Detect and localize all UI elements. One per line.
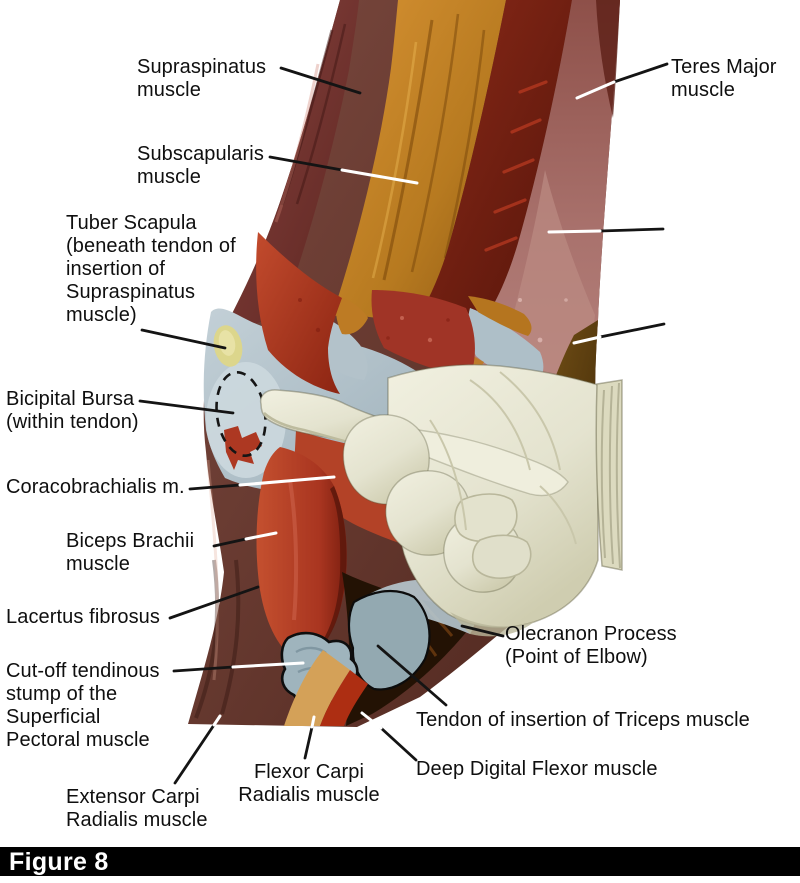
- figure-caption-text: Figure 8: [9, 848, 109, 876]
- glove-folded-fingertip-2: [471, 534, 532, 579]
- label-teres-major-muscle: Teres Major muscle: [671, 56, 777, 101]
- leader-teres-major: [575, 62, 669, 100]
- leader-latissimus: [547, 227, 665, 234]
- label-tuber-scapula: Tuber Scapula (beneath tendon of inserti…: [66, 212, 236, 326]
- label-bicipital-bursa: Bicipital Bursa (within tendon): [6, 388, 139, 433]
- muscle-subscapularis-region: [332, 0, 506, 326]
- leader-tuber-scapula: [140, 328, 227, 350]
- label-olecranon-process: Olecranon Process (Point of Elbow): [505, 623, 677, 668]
- label-subscapularis-muscle: Subscapularis muscle: [137, 143, 264, 188]
- label-triceps-insertion-tendon: Tendon of insertion of Triceps muscle: [416, 709, 750, 731]
- leader-olecranon: [460, 624, 505, 638]
- muscle-red-bands: [224, 232, 475, 470]
- muscle-supraspinatus-region: [212, 0, 359, 352]
- label-superficial-pectoral-stump: Cut-off tendinous stump of the Superfici…: [6, 660, 160, 751]
- figure-caption-bar: Figure 8: [0, 847, 800, 876]
- label-coracobrachialis: Coracobrachialis m.: [6, 476, 185, 498]
- leader-lines: [138, 62, 669, 785]
- forearm-bands: [194, 459, 368, 726]
- leader-lacertus: [168, 585, 260, 620]
- leader-extensor-carpi: [173, 714, 222, 785]
- label-extensor-carpi-radialis: Extensor Carpi Radialis muscle: [66, 786, 208, 831]
- muscle-teres-major-region: [414, 0, 572, 342]
- leader-supraspinatus: [279, 66, 362, 95]
- leader-coracobrachialis: [188, 475, 336, 491]
- leader-triceps: [572, 322, 666, 345]
- label-lacertus-fibrosus: Lacertus fibrosus: [6, 606, 160, 628]
- leader-cutoff-stump: [172, 661, 305, 673]
- muscle-biceps-region: [256, 447, 347, 662]
- tuber-scapula-spot: [213, 325, 243, 367]
- label-biceps-brachii-muscle: Biceps Brachii muscle: [66, 530, 195, 575]
- gloved-hand: [259, 364, 623, 637]
- label-flexor-carpi-radialis: Flexor Carpi Radialis muscle: [238, 761, 380, 806]
- leader-subscapularis: [268, 155, 419, 185]
- leader-deep-digital: [360, 711, 418, 762]
- leader-flexor-carpi: [303, 715, 316, 760]
- label-deep-digital-flexor: Deep Digital Flexor muscle: [416, 758, 658, 780]
- label-supraspinatus-muscle: Supraspinatus muscle: [137, 56, 267, 101]
- leader-biceps-brachii: [212, 531, 278, 548]
- leader-bicipital-bursa: [138, 399, 235, 415]
- leader-tendon-triceps: [376, 644, 448, 707]
